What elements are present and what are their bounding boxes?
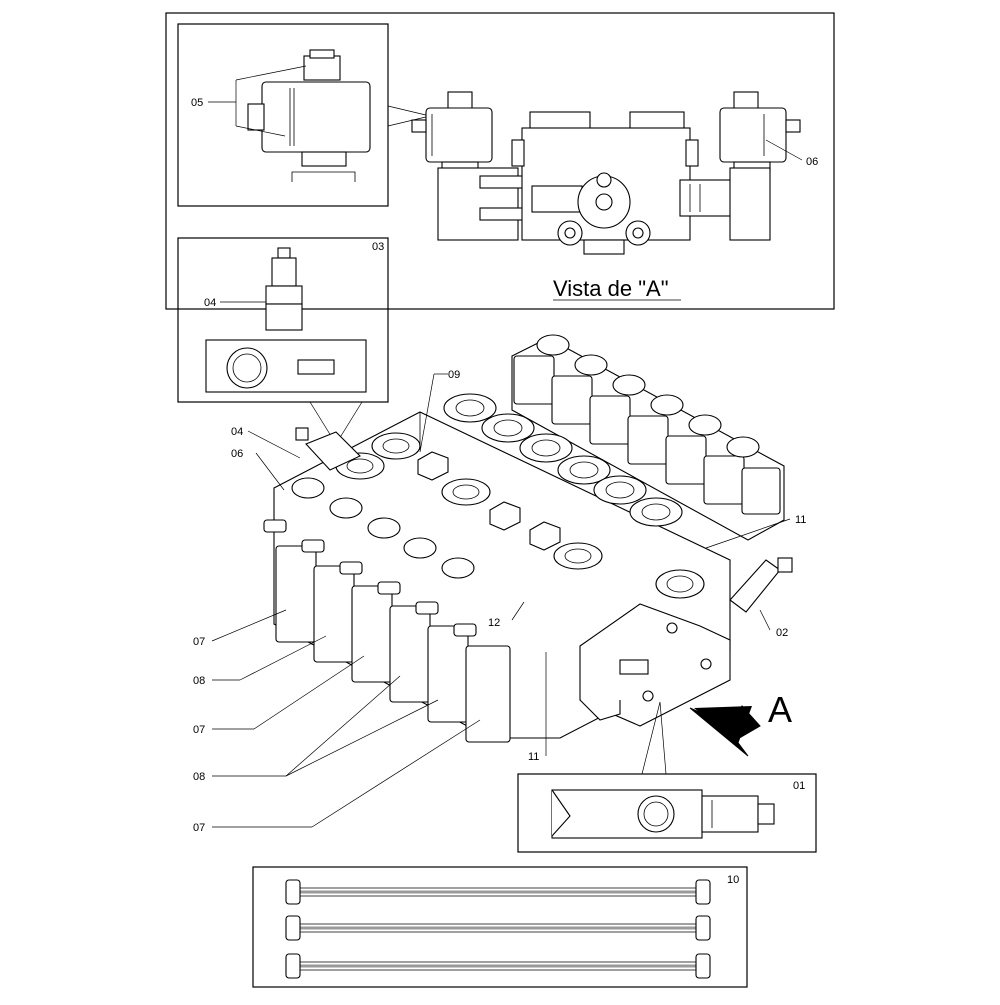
inlet-detail-inset: 01	[517, 701, 817, 853]
callout-05: 05	[191, 97, 203, 109]
callout-04: 04	[231, 426, 243, 438]
vista-title: Vista de "A"	[553, 276, 669, 301]
inlet-section	[579, 569, 731, 727]
relief-valve-inset: 03 04	[177, 237, 389, 403]
pipe-1	[285, 879, 711, 905]
callout-leaders	[211, 373, 791, 828]
callout-04-inset: 04	[204, 297, 216, 309]
solenoid-detail-inset: 05	[177, 23, 389, 207]
callout-06-vista: 06	[806, 156, 818, 168]
vista-a-frame	[165, 12, 835, 310]
rear-solenoids	[511, 334, 785, 541]
vista-a-valve-view: 06	[411, 91, 818, 255]
callout-07-b: 07	[193, 724, 205, 736]
callout-03: 03	[372, 241, 384, 253]
callout-12: 12	[488, 617, 500, 629]
callout-08-a: 08	[193, 675, 205, 687]
callout-11-top: 11	[795, 514, 806, 526]
callout-07-a: 07	[193, 636, 205, 648]
view-arrow-a: A	[689, 689, 792, 757]
front-solenoids	[263, 477, 511, 743]
pipes-inset: 10	[252, 866, 748, 988]
arrow-label: A	[768, 689, 792, 730]
callout-06: 06	[231, 448, 243, 460]
callout-07-c: 07	[193, 822, 205, 834]
callout-09: 09	[448, 369, 460, 381]
port-fittings	[335, 393, 683, 570]
callout-labels: 09 04 06 11 02 12 07 08 07 08 07 11	[193, 369, 806, 834]
callout-08-b: 08	[193, 771, 205, 783]
callout-01: 01	[793, 780, 805, 792]
pipe-3	[285, 953, 711, 979]
callout-02: 02	[776, 627, 788, 639]
callout-10: 10	[727, 874, 739, 886]
valve-block-assembly	[263, 334, 793, 743]
pipe-2	[285, 915, 711, 941]
callout-11-bottom: 11	[528, 751, 539, 763]
relief-valve-04	[295, 427, 361, 471]
relief-valve-02	[729, 557, 793, 613]
vista-a-caption: Vista de "A"	[553, 276, 681, 301]
